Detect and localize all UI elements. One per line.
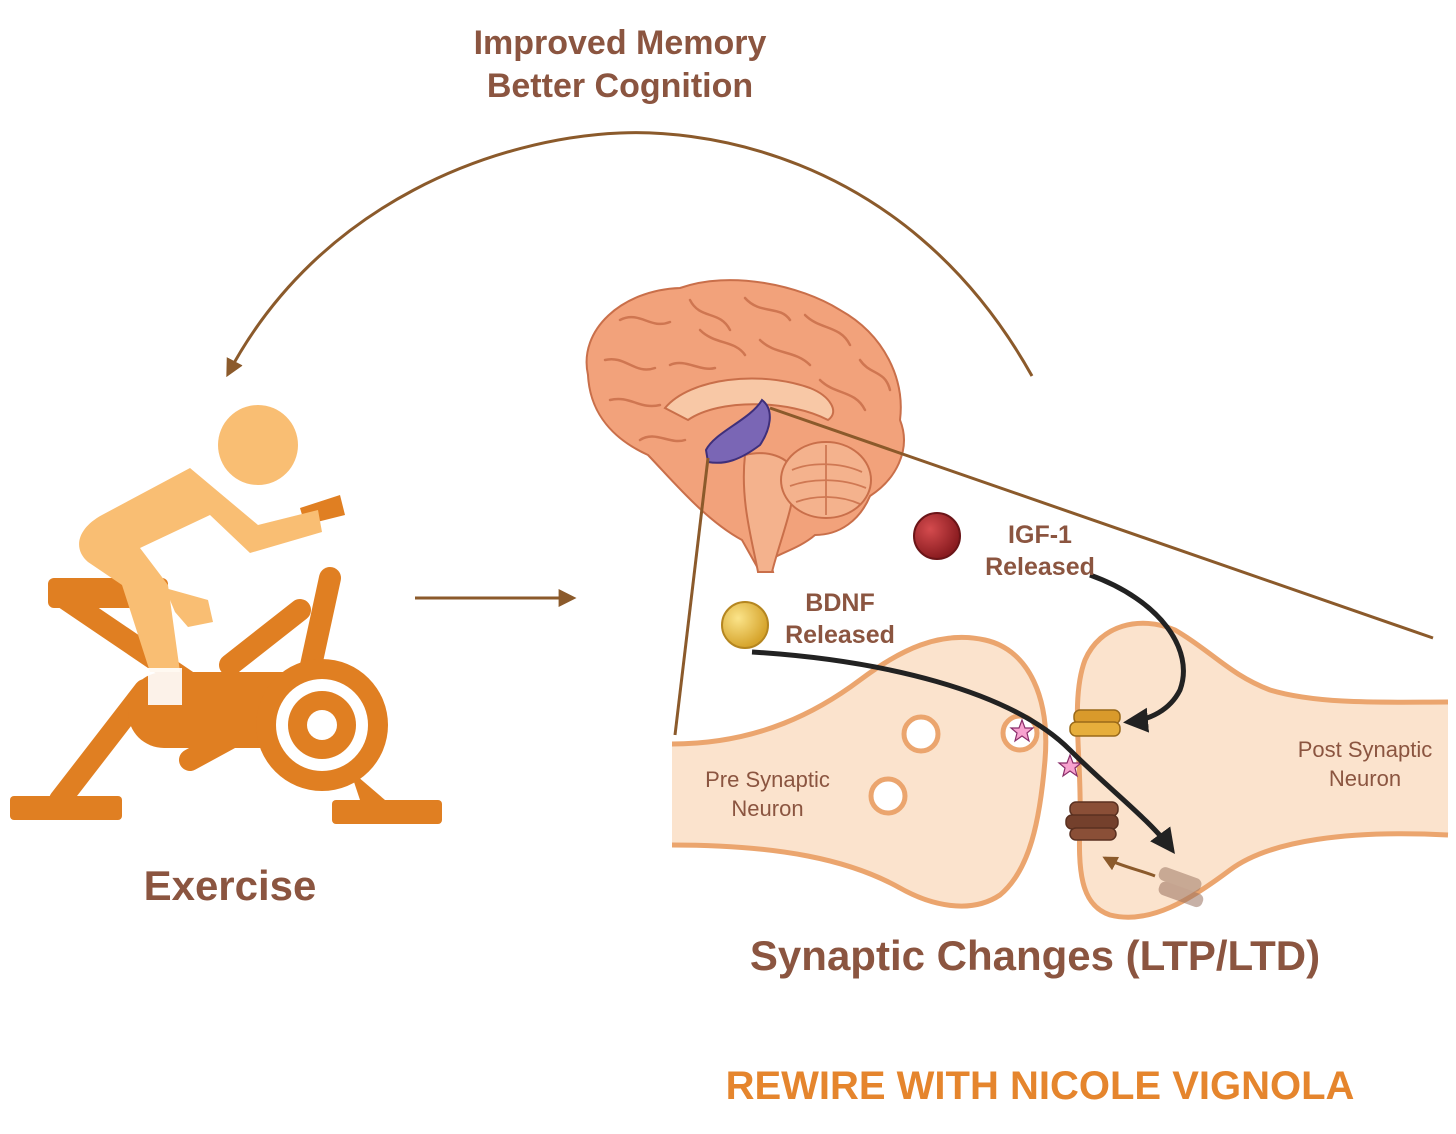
igf1-arrow [1089, 572, 1186, 733]
bdnf-label-line2: Released [785, 621, 895, 649]
vesicle-icon [868, 776, 908, 816]
igf1-label: IGF-1 Released [960, 519, 1120, 583]
post-synaptic-label-line1: Post Synaptic [1297, 737, 1433, 762]
receptor-faded-icon [1158, 867, 1204, 908]
receptor-yellow-icon [1069, 709, 1121, 737]
bdnf-label-line1: BDNF [805, 589, 875, 617]
receptor-brown-icon [1065, 801, 1119, 841]
igf1-label-line2: Released [985, 553, 1095, 581]
feedback-arrow [226, 131, 1034, 378]
bdnf-label: BDNF Released [760, 587, 920, 651]
pre-synaptic-label-line2: Neuron [731, 796, 804, 821]
vesicle-icon [901, 714, 941, 754]
caption-line-cognition: Better Cognition [486, 67, 754, 105]
brain-sagittal-icon [585, 279, 905, 573]
stationary-bike-rider-icon [10, 405, 442, 824]
zoom-line-right [769, 406, 1434, 640]
post-synaptic-label: Post Synaptic Neuron [1275, 735, 1455, 793]
exercise-label: Exercise [143, 862, 317, 909]
igf1-molecule-icon [913, 512, 961, 560]
caption-line-memory: Improved Memory [473, 24, 767, 62]
bdnf-molecule-icon [721, 601, 769, 649]
neurotransmitter-star-icon [1009, 718, 1035, 743]
synaptic-changes-title: Synaptic Changes (LTP/LTD) [749, 932, 1321, 979]
post-synaptic-label-line2: Neuron [1328, 766, 1402, 791]
recycle-arrow [1102, 856, 1156, 878]
brand-footer: REWIRE WITH NICOLE VIGNOLA [725, 1064, 1355, 1108]
bdnf-arrow [751, 649, 1175, 855]
pre-synaptic-label: Pre Synaptic Neuron [680, 765, 855, 823]
neurotransmitter-star-icon [1057, 753, 1083, 778]
pre-synaptic-neuron-shape [671, 634, 1049, 909]
pre-synaptic-label-line1: Pre Synaptic [705, 767, 830, 792]
igf1-label-line1: IGF-1 [1008, 521, 1072, 549]
top-caption: Improved Memory Better Cognition [380, 22, 860, 108]
zoom-line-left [673, 457, 710, 736]
